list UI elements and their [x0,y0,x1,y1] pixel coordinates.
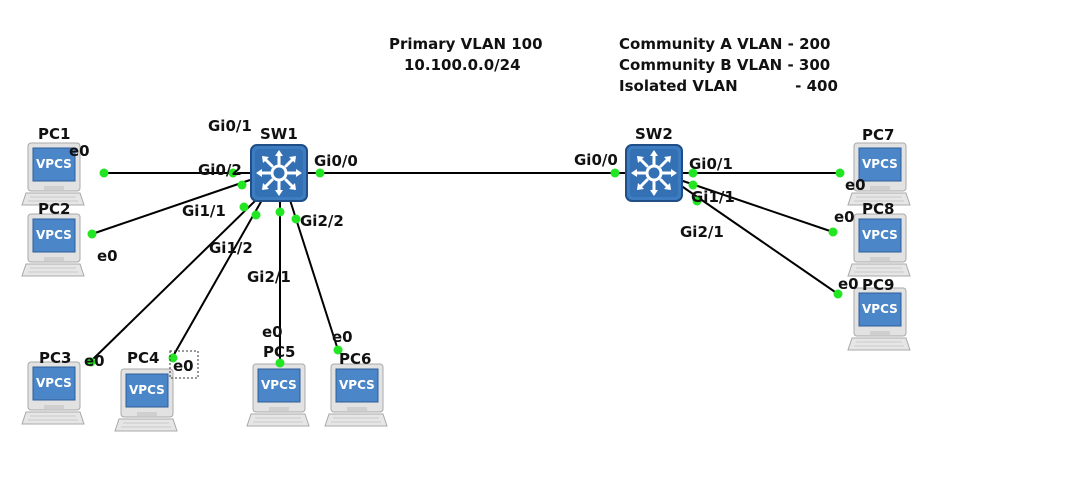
sw2-port-gi1-1-label: Gi1/1 [691,188,735,206]
link-sw1-pc6 [289,199,339,351]
sw1-name: SW1 [260,125,298,143]
port-dot [275,358,285,368]
pc8-name: PC8 [862,200,894,218]
vpcs-label: VPCS [862,302,898,316]
vpcs-computer-icon [21,213,85,277]
vpcs-computer-icon [21,361,85,425]
link-sw2-pc8 [679,179,834,233]
pc4-name: PC4 [127,349,159,367]
pc9-port-e0-label: e0 [838,275,859,293]
port-dot [86,357,96,367]
isolated-vlan-note: Isolated VLAN - 400 [619,77,838,95]
pc6[interactable]: VPCS [324,363,388,427]
port-dot [239,202,249,212]
port-dot [828,227,838,237]
link-sw1-pc3 [89,199,257,363]
sw1-port-gi2-1-label: Gi2/1 [247,268,291,286]
vpcs-computer-icon [847,213,911,277]
port-dot [315,168,325,178]
sw1-port-gi0-1-label: Gi0/1 [208,117,252,135]
vpcs-label: VPCS [129,383,165,397]
pc1-name: PC1 [38,125,70,143]
port-dot [228,168,238,178]
sw1-port-gi0-2-label: Gi0/2 [198,161,242,179]
vpcs-computer-icon [114,368,178,432]
port-dot [87,229,97,239]
vpcs-computer-icon [847,142,911,206]
community-a-note: Community A VLAN - 200 [619,35,830,53]
port-dot [237,180,247,190]
link-sw2-pc9 [679,184,839,295]
pc5[interactable]: VPCS [246,363,310,427]
vpcs-label: VPCS [36,376,72,390]
pc4-port-e0-label: e0 [173,357,194,375]
pc6-name: PC6 [339,350,371,368]
pc8[interactable]: VPCS [847,213,911,277]
pc6-port-e0-label: e0 [332,328,353,346]
port-dot [168,353,178,363]
layer3-switch-icon [624,143,684,203]
port-dot [291,214,301,224]
pc9-name: PC9 [862,276,894,294]
pc3[interactable]: VPCS [21,361,85,425]
pc9[interactable]: VPCS [847,287,911,351]
pc2[interactable]: VPCS [21,213,85,277]
pc5-name: PC5 [263,343,295,361]
port-dot [251,210,261,220]
vpcs-label: VPCS [339,378,375,392]
vpcs-computer-icon [246,363,310,427]
primary-vlan-subnet-note: 10.100.0.0/24 [404,56,521,74]
pc3-port-e0-label: e0 [84,352,105,370]
vpcs-computer-icon [324,363,388,427]
port-dot [833,289,843,299]
pc2-port-e0-label: e0 [97,247,118,265]
sw2-port-gi0-0-label: Gi0/0 [574,151,618,169]
port-dot [610,168,620,178]
pc4[interactable]: VPCS [114,368,178,432]
switch-sw2[interactable] [624,143,684,203]
port-dot [688,180,698,190]
pc5-port-e0-label: e0 [262,323,283,341]
port-dot [99,168,109,178]
sw2-port-gi0-1-label: Gi0/1 [689,155,733,173]
port-dots [86,168,845,368]
pc4-port-selection-box [169,350,199,379]
pc7-name: PC7 [862,126,894,144]
vpcs-computer-icon [847,287,911,351]
sw2-name: SW2 [635,125,673,143]
sw1-port-gi2-2-label: Gi2/2 [300,212,344,230]
vpcs-label: VPCS [261,378,297,392]
vpcs-label: VPCS [36,157,72,171]
sw1-port-gi0-0-label: Gi0/0 [314,152,358,170]
port-dot [275,207,285,217]
pc7[interactable]: VPCS [847,142,911,206]
pc1-port-e0-label: e0 [69,142,90,160]
port-dot [688,168,698,178]
community-b-note: Community B VLAN - 300 [619,56,830,74]
pc8-port-e0-label: e0 [834,208,855,226]
sw2-port-gi2-1-label: Gi2/1 [680,223,724,241]
pc2-name: PC2 [38,200,70,218]
link-sw1-pc4 [171,199,263,359]
layer3-switch-icon [249,143,309,203]
vpcs-label: VPCS [862,157,898,171]
sw1-port-gi1-1-label: Gi1/1 [182,202,226,220]
pc1[interactable]: VPCS [21,142,85,206]
pc3-name: PC3 [39,349,71,367]
pc7-port-e0-label: e0 [845,176,866,194]
primary-vlan-note: Primary VLAN 100 [389,35,543,53]
switch-sw1[interactable] [249,143,309,203]
sw1-port-gi1-2-label: Gi1/2 [209,239,253,257]
vpcs-label: VPCS [862,228,898,242]
port-dot [692,196,702,206]
port-dot [835,168,845,178]
port-dot [333,345,343,355]
link-sw1-pc2 [91,179,251,235]
vpcs-label: VPCS [36,228,72,242]
